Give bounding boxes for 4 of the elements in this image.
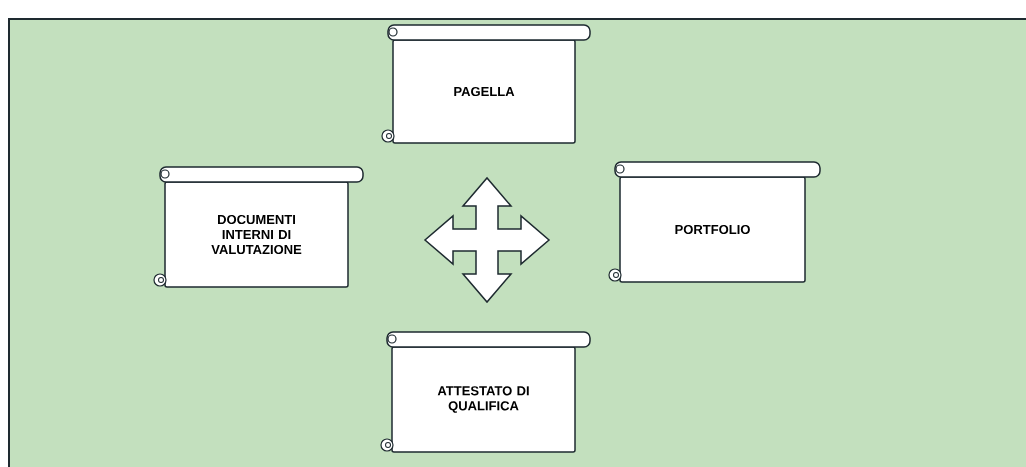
scroll: PORTFOLIO (608, 161, 821, 283)
scroll: DOCUMENTI INTERNI DI VALUTAZIONE (153, 166, 364, 288)
scroll: ATTESTATO DI QUALIFICA (380, 331, 591, 453)
scroll: PAGELLA (381, 24, 591, 144)
